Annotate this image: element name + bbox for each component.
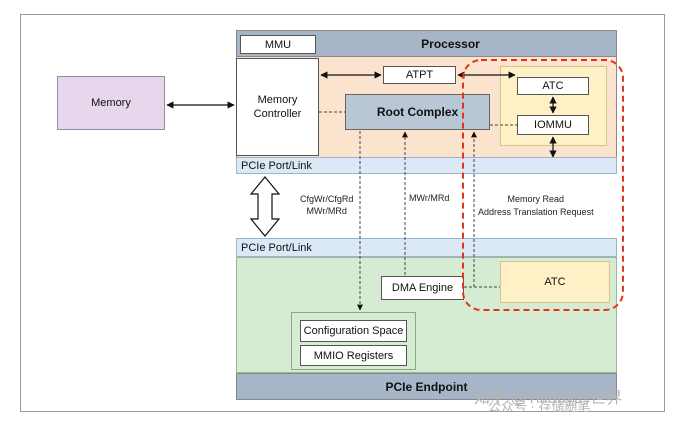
- memory-box: Memory: [57, 76, 165, 130]
- processor-atc-label: ATC: [542, 80, 564, 92]
- processor-atc-box: ATC: [517, 77, 589, 95]
- iommu-box: IOMMU: [517, 115, 589, 135]
- processor-port-link-label: PCIe Port/Link: [241, 159, 312, 172]
- configuration-space-label: Configuration Space: [303, 325, 404, 337]
- processor-title: Processor: [421, 36, 480, 51]
- atpt-label: ATPT: [405, 69, 434, 81]
- endpoint-port-link-label: PCIe Port/Link: [241, 241, 312, 254]
- root-complex-label: Root Complex: [376, 105, 459, 119]
- mmu-label: MMU: [264, 38, 292, 51]
- endpoint-atc-label: ATC: [544, 276, 566, 288]
- memory-read-flow-label: Memory Read Address Translation Request: [478, 194, 594, 217]
- watermark-line2: 公众号 · 存储随笔: [488, 399, 591, 414]
- root-complex-box: Root Complex: [345, 94, 490, 130]
- endpoint-atc-box: ATC: [500, 261, 610, 303]
- mmio-registers-box: MMIO Registers: [300, 345, 407, 366]
- translation-highlight: [462, 59, 624, 311]
- endpoint-title: PCIe Endpoint: [385, 379, 468, 394]
- mwr-flow-label: MWr/MRd: [409, 193, 450, 203]
- watermark-line1: 知乎 @Tiffany的世界: [474, 390, 622, 407]
- endpoint-footer: PCIe Endpoint: [236, 373, 617, 400]
- mmio-registers-label: MMIO Registers: [313, 349, 394, 362]
- processor-port-link: PCIe Port/Link: [236, 157, 617, 174]
- config-flow-label: CfgWr/CfgRd MWr/MRd: [300, 194, 354, 216]
- diagram-frame: [20, 14, 665, 412]
- dma-engine-label: DMA Engine: [391, 282, 454, 294]
- endpoint-port-link: PCIe Port/Link: [236, 238, 617, 257]
- iommu-label: IOMMU: [534, 119, 572, 131]
- memory-controller-box: Memory Controller: [236, 58, 319, 156]
- port-link-double-arrow: [249, 176, 281, 237]
- configuration-space-box: Configuration Space: [300, 320, 407, 342]
- dma-engine-box: DMA Engine: [381, 276, 464, 300]
- memory-controller-label: Memory Controller: [253, 94, 302, 120]
- atpt-box: ATPT: [383, 66, 456, 84]
- memory-label: Memory: [91, 97, 131, 109]
- mmu-box: MMU: [240, 35, 316, 54]
